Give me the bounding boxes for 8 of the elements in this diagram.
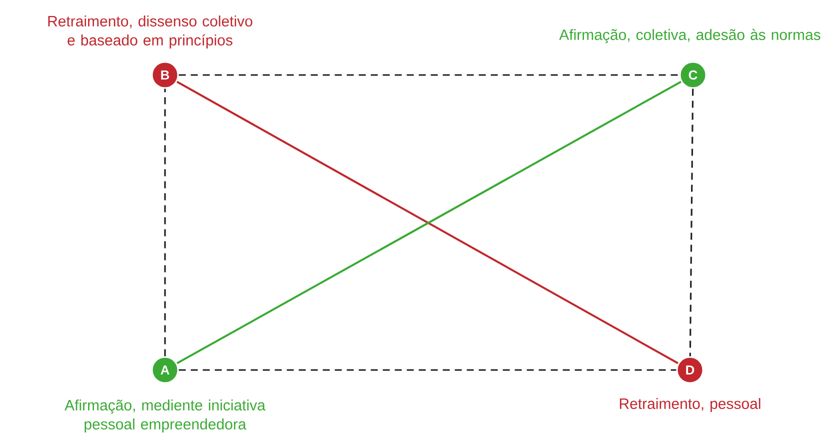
- connector-line: [178, 74, 680, 76]
- connector-line: [178, 369, 676, 371]
- node-caption: Retraimento, dissenso coletivo e baseado em princípios: [48, 16, 252, 48]
- connector-line: [164, 88, 166, 356]
- node-caption: Afirmação, coletiva, adesão às normas: [559, 28, 820, 44]
- connector-line: [689, 88, 694, 356]
- node-caption: Afirmação, mediente iniciativa pessoal empreendedora: [64, 400, 266, 432]
- node-caption: Retraimento, pessoal: [620, 398, 760, 412]
